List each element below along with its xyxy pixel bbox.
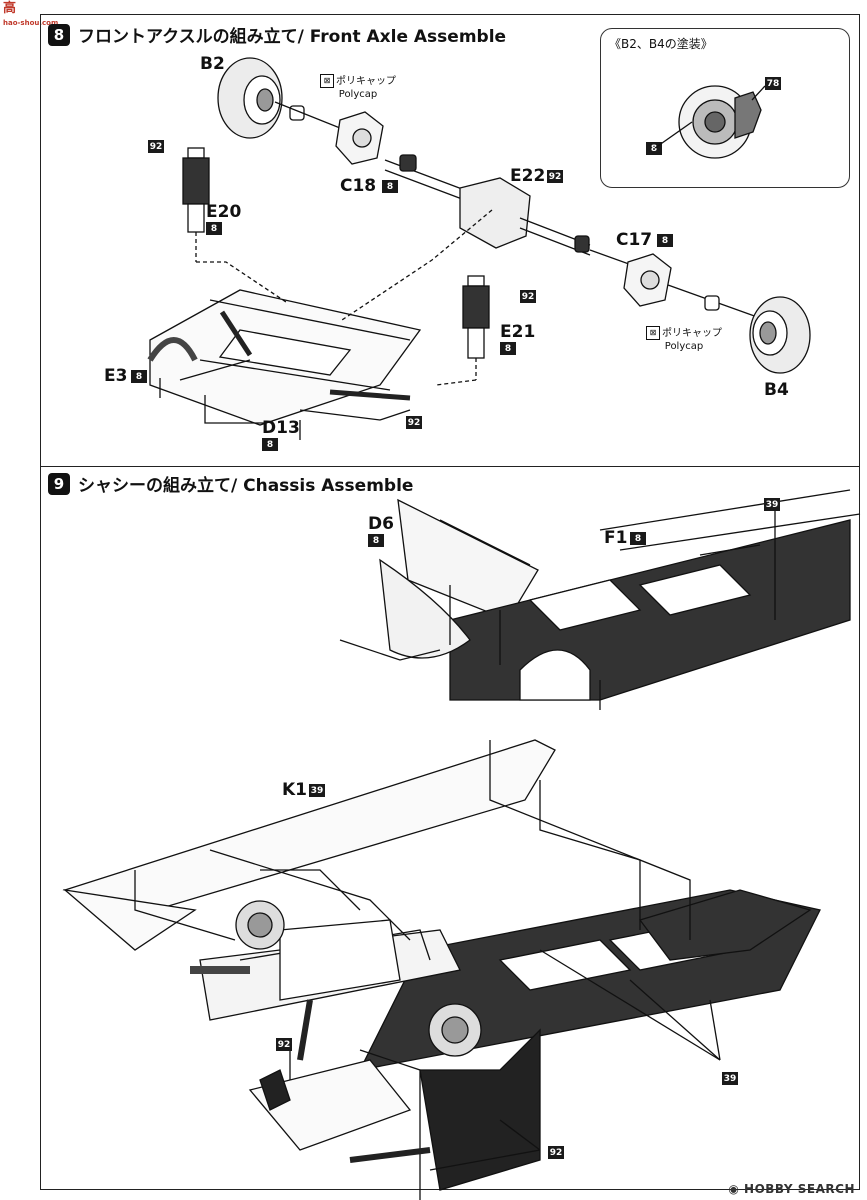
polycap-icon-2: ⊠: [646, 326, 660, 340]
site-mark-sub: hao-shou.com: [3, 19, 59, 27]
bottom-right-code: 39: [722, 1072, 738, 1085]
e22-code: 92: [547, 170, 563, 183]
d13-code: 8: [262, 438, 278, 451]
step-8-number: 8: [48, 23, 70, 46]
site-mark: 高 hao-shou.com: [3, 2, 58, 30]
painting-callout: 《B2、B4の塗装》: [600, 28, 850, 188]
step-9-text: シャシーの組み立て/ Chassis Assemble: [78, 476, 414, 496]
watermark-text: HOBBY SEARCH: [744, 1182, 855, 1196]
watermark-logo-icon: ◉: [728, 1182, 745, 1196]
bottom-code: 92: [548, 1146, 564, 1159]
lower-chassis-illustration: [62, 739, 821, 1200]
part-d6-label: D6: [368, 514, 394, 534]
e21-code: 8: [500, 342, 516, 355]
callout-brake-disc-illustration: [654, 85, 766, 159]
polycap-icon: ⊠: [320, 74, 334, 88]
part-b2-label: B2: [200, 54, 225, 74]
callout-code-top: 78: [765, 77, 781, 90]
b2-brake-disc-illustration: [217, 57, 283, 139]
c18-code: 8: [382, 180, 398, 193]
step-8-text: フロントアクスルの組み立て/ Front Axle Assemble: [78, 27, 507, 47]
page-frame: [40, 14, 860, 1190]
c17-code: 8: [657, 234, 673, 247]
part-c18-label: C18: [340, 176, 377, 196]
part-d13-label: D13: [262, 418, 300, 438]
e20-code: 8: [206, 222, 222, 235]
front-subframe-illustration: [147, 289, 422, 440]
upper-top-code: 39: [764, 498, 780, 511]
e3-code: 8: [131, 370, 147, 383]
hobby-search-watermark: ◉ HOBBY SEARCH: [728, 1182, 855, 1196]
step-9-number: 9: [48, 472, 70, 495]
polycap-en: Polycap: [338, 89, 378, 100]
polycap-note-bottom: ⊠ポリキャップ Polycap: [646, 326, 722, 353]
part-c17-label: C17: [616, 230, 653, 250]
callout-title: 《B2、B4の塗装》: [609, 37, 713, 51]
polycap-jp-2: ポリキャップ: [662, 328, 722, 339]
d6-code: 8: [368, 534, 384, 547]
step-8-title: 8 フロントアクスルの組み立て/ Front Axle Assemble: [48, 22, 506, 47]
step-9-title: 9 シャシーの組み立て/ Chassis Assemble: [48, 471, 413, 496]
part-b4-label: B4: [764, 380, 789, 400]
part-f1-label: F1: [604, 528, 628, 548]
polycap-en-2: Polycap: [664, 341, 704, 352]
site-mark-main: 高: [3, 1, 17, 16]
left-code: 92: [276, 1038, 292, 1051]
part-e20-label: E20: [206, 202, 242, 222]
arm-code: 92: [406, 416, 422, 429]
e21-top-code: 92: [520, 290, 536, 303]
part-e21-label: E21: [500, 322, 536, 342]
upper-chassis-illustration: [339, 489, 861, 710]
e20-top-code: 92: [148, 140, 164, 153]
part-e3-label: E3: [104, 366, 128, 386]
k1-code: 39: [309, 784, 325, 797]
polycap-jp: ポリキャップ: [336, 76, 396, 87]
polycap-note-top: ⊠ポリキャップ Polycap: [320, 74, 396, 101]
step-divider: [40, 466, 860, 467]
e20-damper-illustration: [182, 147, 210, 262]
part-k1-label: K1: [282, 780, 308, 800]
f1-code: 8: [630, 532, 646, 545]
part-e22-label: E22: [510, 166, 546, 186]
